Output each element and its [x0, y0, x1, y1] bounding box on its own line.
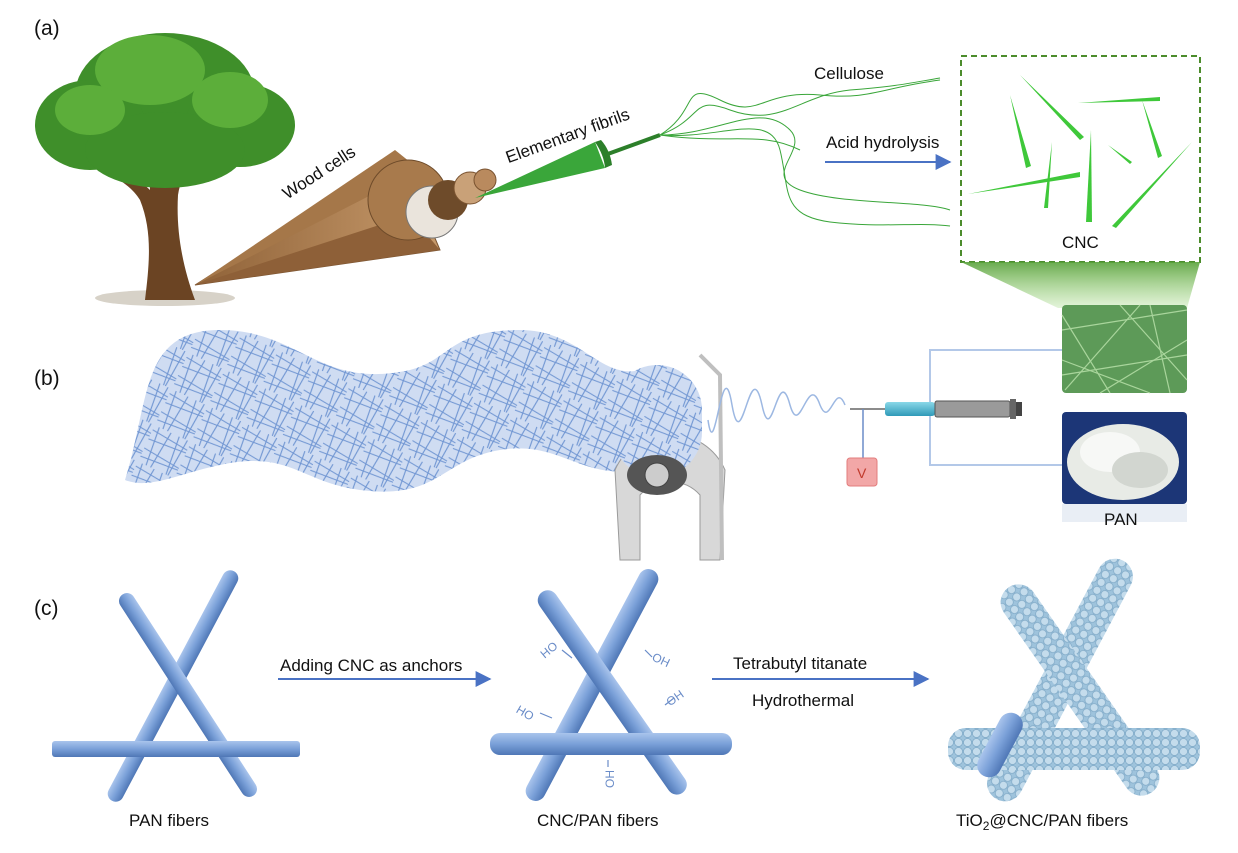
voltage-source [846, 457, 878, 487]
pan-fibers-illustration [52, 570, 300, 802]
cnc-label: CNC [1062, 233, 1099, 252]
hydrothermal-label: Hydrothermal [752, 691, 855, 710]
tree-illustration [35, 33, 295, 306]
wood-cells-illustration [194, 150, 497, 286]
tio2-prefix: TiO [956, 811, 983, 830]
connector-lines [929, 349, 1062, 466]
tetrabutyl-titanate-label: Tetrabutyl titanate [733, 654, 868, 673]
tio2-cnc-pan-fibers-illustration [948, 558, 1200, 802]
syringe [850, 399, 1022, 460]
cnc-box [960, 55, 1201, 263]
zoom-spotlight [961, 262, 1200, 308]
cnc-micrograph [1061, 304, 1188, 394]
cnc-pan-fibers-illustration [490, 569, 732, 801]
panel-label-a: (a) [34, 17, 60, 40]
cellulose-strands [659, 77, 951, 227]
electrospinning-jet [707, 387, 846, 433]
elementary-fibrils-illustration [475, 133, 661, 198]
tio2-cnc-pan-fibers-label: TiO2@CNC/PAN fibers [956, 811, 1128, 836]
panel-label-b: (b) [34, 367, 60, 390]
pan-fibers-label: PAN fibers [129, 811, 209, 830]
cellulose-label: Cellulose [814, 64, 884, 83]
hydroxyl-label: OH [603, 770, 617, 788]
electrospun-fiber-mat [125, 330, 640, 492]
tio2-subscript: 2 [982, 819, 990, 833]
pan-powder-photo [1062, 412, 1187, 522]
tio2-suffix: @CNC/PAN fibers [989, 811, 1129, 830]
cnc-pan-fibers-label: CNC/PAN fibers [537, 811, 659, 830]
adding-cnc-label: Adding CNC as anchors [280, 656, 463, 675]
collector-drum [612, 353, 726, 561]
panel-label-c: (c) [34, 597, 59, 620]
pan-label: PAN [1104, 510, 1138, 529]
voltage-label: V [857, 465, 867, 481]
acid-hydrolysis-label: Acid hydrolysis [826, 133, 940, 152]
